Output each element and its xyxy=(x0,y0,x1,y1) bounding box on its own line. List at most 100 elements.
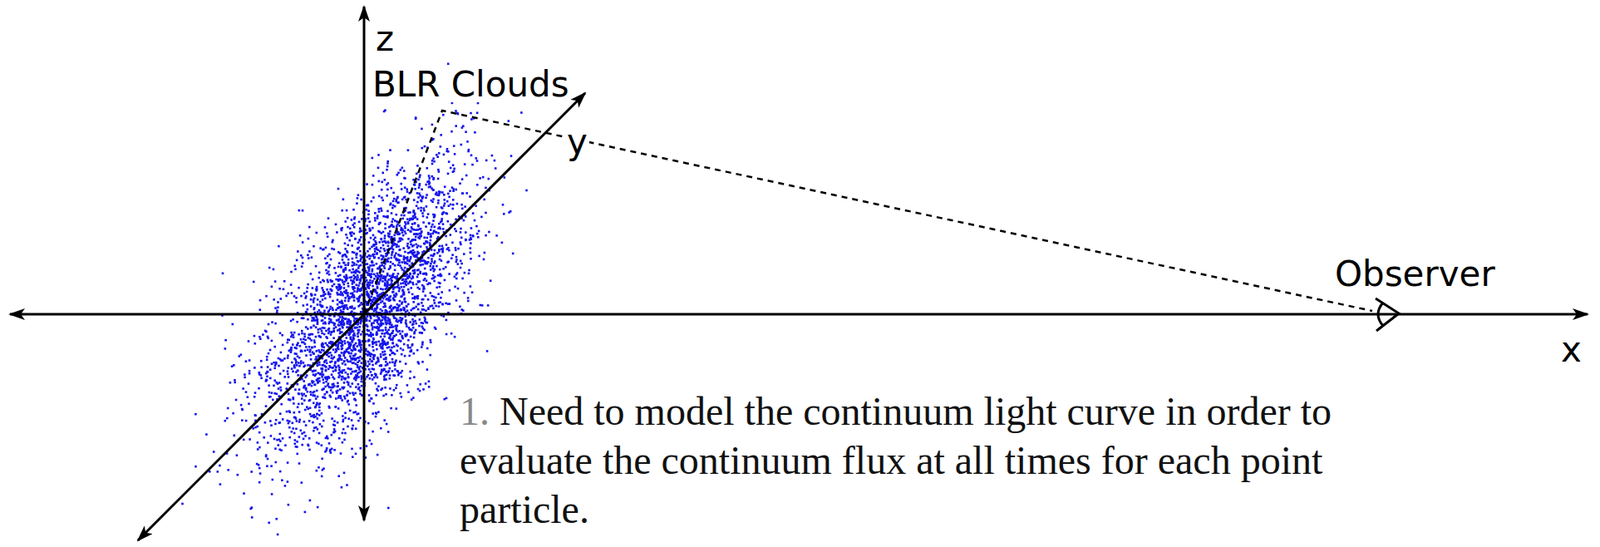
cloud-point xyxy=(428,177,431,180)
cloud-point xyxy=(391,369,394,373)
cloud-point xyxy=(297,361,301,365)
cloud-point xyxy=(391,206,394,210)
cloud-point xyxy=(433,216,436,219)
cloud-point xyxy=(280,297,283,301)
cloud-point xyxy=(429,232,433,236)
cloud-point xyxy=(330,373,334,376)
cloud-point xyxy=(399,339,403,343)
cloud-point xyxy=(477,102,480,105)
cloud-point xyxy=(380,238,384,242)
cloud-point xyxy=(270,423,273,427)
cloud-point xyxy=(311,286,315,290)
cloud-point xyxy=(371,364,375,367)
cloud-point xyxy=(368,393,371,397)
cloud-point xyxy=(359,365,362,369)
cloud-point xyxy=(401,231,404,235)
cloud-point xyxy=(310,326,313,330)
cloud-point xyxy=(245,390,248,394)
cloud-point xyxy=(441,245,444,248)
cloud-point xyxy=(292,336,296,340)
cloud-point xyxy=(311,370,315,374)
cloud-point xyxy=(265,358,269,361)
cloud-point xyxy=(314,358,317,361)
cloud-point xyxy=(403,354,407,358)
cloud-point xyxy=(246,395,250,399)
cloud-point xyxy=(467,269,471,272)
cloud-point xyxy=(233,381,237,384)
cloud-point xyxy=(330,247,334,251)
cloud-point xyxy=(353,398,356,401)
cloud-point xyxy=(298,435,301,439)
cloud-point xyxy=(356,274,360,277)
cloud-point xyxy=(350,270,354,274)
cloud-point xyxy=(435,153,439,157)
cloud-point xyxy=(453,227,457,231)
cloud-point xyxy=(330,366,334,370)
cloud-point xyxy=(376,325,380,329)
cloud-point xyxy=(316,298,320,301)
cloud-point xyxy=(346,216,350,220)
cloud-point xyxy=(339,397,343,400)
cloud-point xyxy=(302,438,306,441)
cloud-point xyxy=(399,371,403,375)
cloud-point xyxy=(421,308,424,311)
cloud-point xyxy=(372,368,375,371)
cloud-point xyxy=(302,379,306,383)
cloud-point xyxy=(388,275,392,278)
cloud-point xyxy=(382,394,385,398)
cloud-point xyxy=(421,325,424,329)
cloud-point xyxy=(414,329,418,332)
cloud-point xyxy=(328,273,331,276)
cloud-point xyxy=(373,238,376,242)
cloud-point xyxy=(343,359,346,363)
cloud-point xyxy=(306,349,310,352)
cloud-point xyxy=(308,350,311,354)
cloud-point xyxy=(379,279,382,282)
cloud-point xyxy=(226,407,230,410)
cloud-point xyxy=(332,369,335,373)
cloud-point xyxy=(468,195,472,198)
cloud-point xyxy=(396,223,399,227)
cloud-point xyxy=(334,405,338,409)
cloud-point xyxy=(374,290,377,294)
cloud-point xyxy=(279,470,282,473)
cloud-point xyxy=(300,332,304,335)
cloud-point xyxy=(324,393,327,396)
cloud-point xyxy=(349,392,352,395)
cloud-point xyxy=(385,168,389,172)
cloud-point xyxy=(359,322,363,325)
cloud-point xyxy=(452,144,456,148)
cloud-point xyxy=(345,393,349,397)
cloud-point xyxy=(324,297,327,301)
cloud-point xyxy=(408,370,412,374)
cloud-point xyxy=(396,324,399,327)
cloud-point xyxy=(281,437,285,440)
cloud-point xyxy=(248,372,252,375)
cloud-point xyxy=(277,443,281,447)
cloud-point xyxy=(382,275,385,278)
cloud-point xyxy=(305,354,308,357)
cloud-point xyxy=(470,118,473,121)
cloud-point xyxy=(365,319,369,322)
cloud-point xyxy=(464,238,468,242)
cloud-point xyxy=(315,413,319,416)
cloud-point xyxy=(427,306,430,310)
cloud-point xyxy=(402,246,405,250)
cloud-point xyxy=(403,177,407,180)
cloud-point xyxy=(335,231,339,234)
cloud-point xyxy=(352,393,355,397)
cloud-point xyxy=(272,361,276,365)
cloud-point xyxy=(444,302,448,306)
cloud-point xyxy=(305,290,309,294)
cloud-point xyxy=(351,455,355,458)
cloud-point xyxy=(453,335,457,339)
cloud-point xyxy=(369,377,372,380)
cloud-point xyxy=(233,434,237,438)
cloud-point xyxy=(397,339,400,342)
cloud-point xyxy=(405,305,409,309)
cloud-point xyxy=(221,272,225,276)
cloud-point xyxy=(379,344,382,348)
cloud-point xyxy=(397,369,400,373)
cloud-point xyxy=(291,370,295,374)
cloud-point xyxy=(304,349,307,353)
